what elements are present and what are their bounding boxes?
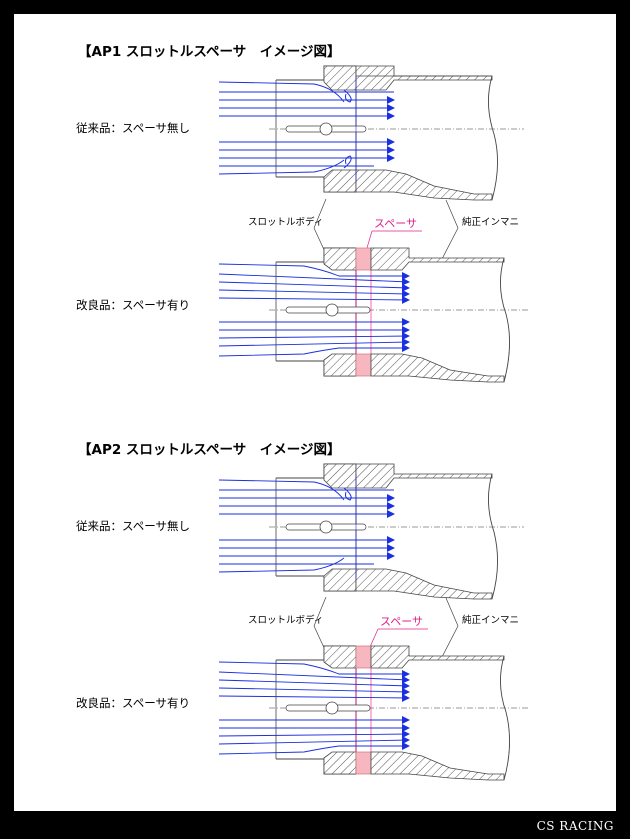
diagram-title: 【AP2 スロットルスペーサ イメージ図】 xyxy=(78,442,340,458)
conventional-section: 従来品：スペーサ無し xyxy=(76,65,524,201)
improved-section: 改良品：スペーサ有り xyxy=(76,645,529,781)
conventional-label: 従来品：スペーサ無し xyxy=(76,519,190,533)
throttle-body-label: スロットルボディ xyxy=(248,216,323,228)
manifold-label: 純正インマニ xyxy=(462,614,519,626)
diagram-ap1: 【AP1 スロットルスペーサ イメージ図】 従来品：スペーサ無し xyxy=(76,44,529,383)
conventional-label: 従来品：スペーサ無し xyxy=(76,121,190,135)
diagram-sheet: 【AP1 スロットルスペーサ イメージ図】 従来品：スペーサ無し xyxy=(14,14,616,811)
spacer-label: スペーサ xyxy=(374,217,417,230)
throttle-body-label: スロットルボディ xyxy=(248,614,323,626)
improved-section: 改良品：スペーサ有り xyxy=(76,247,529,383)
diagram-ap2: 【AP2 スロットルスペーサ イメージ図】 従来品：スペーサ無し xyxy=(76,442,529,781)
spacer-label: スペーサ xyxy=(380,615,423,628)
conventional-section: 従来品：スペーサ無し xyxy=(76,463,524,600)
brand-watermark: CS RACING xyxy=(536,819,614,833)
manifold-label: 純正インマニ xyxy=(462,216,519,228)
diagram-title: 【AP1 スロットルスペーサ イメージ図】 xyxy=(78,44,340,60)
improved-label: 改良品：スペーサ有り xyxy=(76,298,190,312)
improved-label: 改良品：スペーサ有り xyxy=(76,696,190,710)
